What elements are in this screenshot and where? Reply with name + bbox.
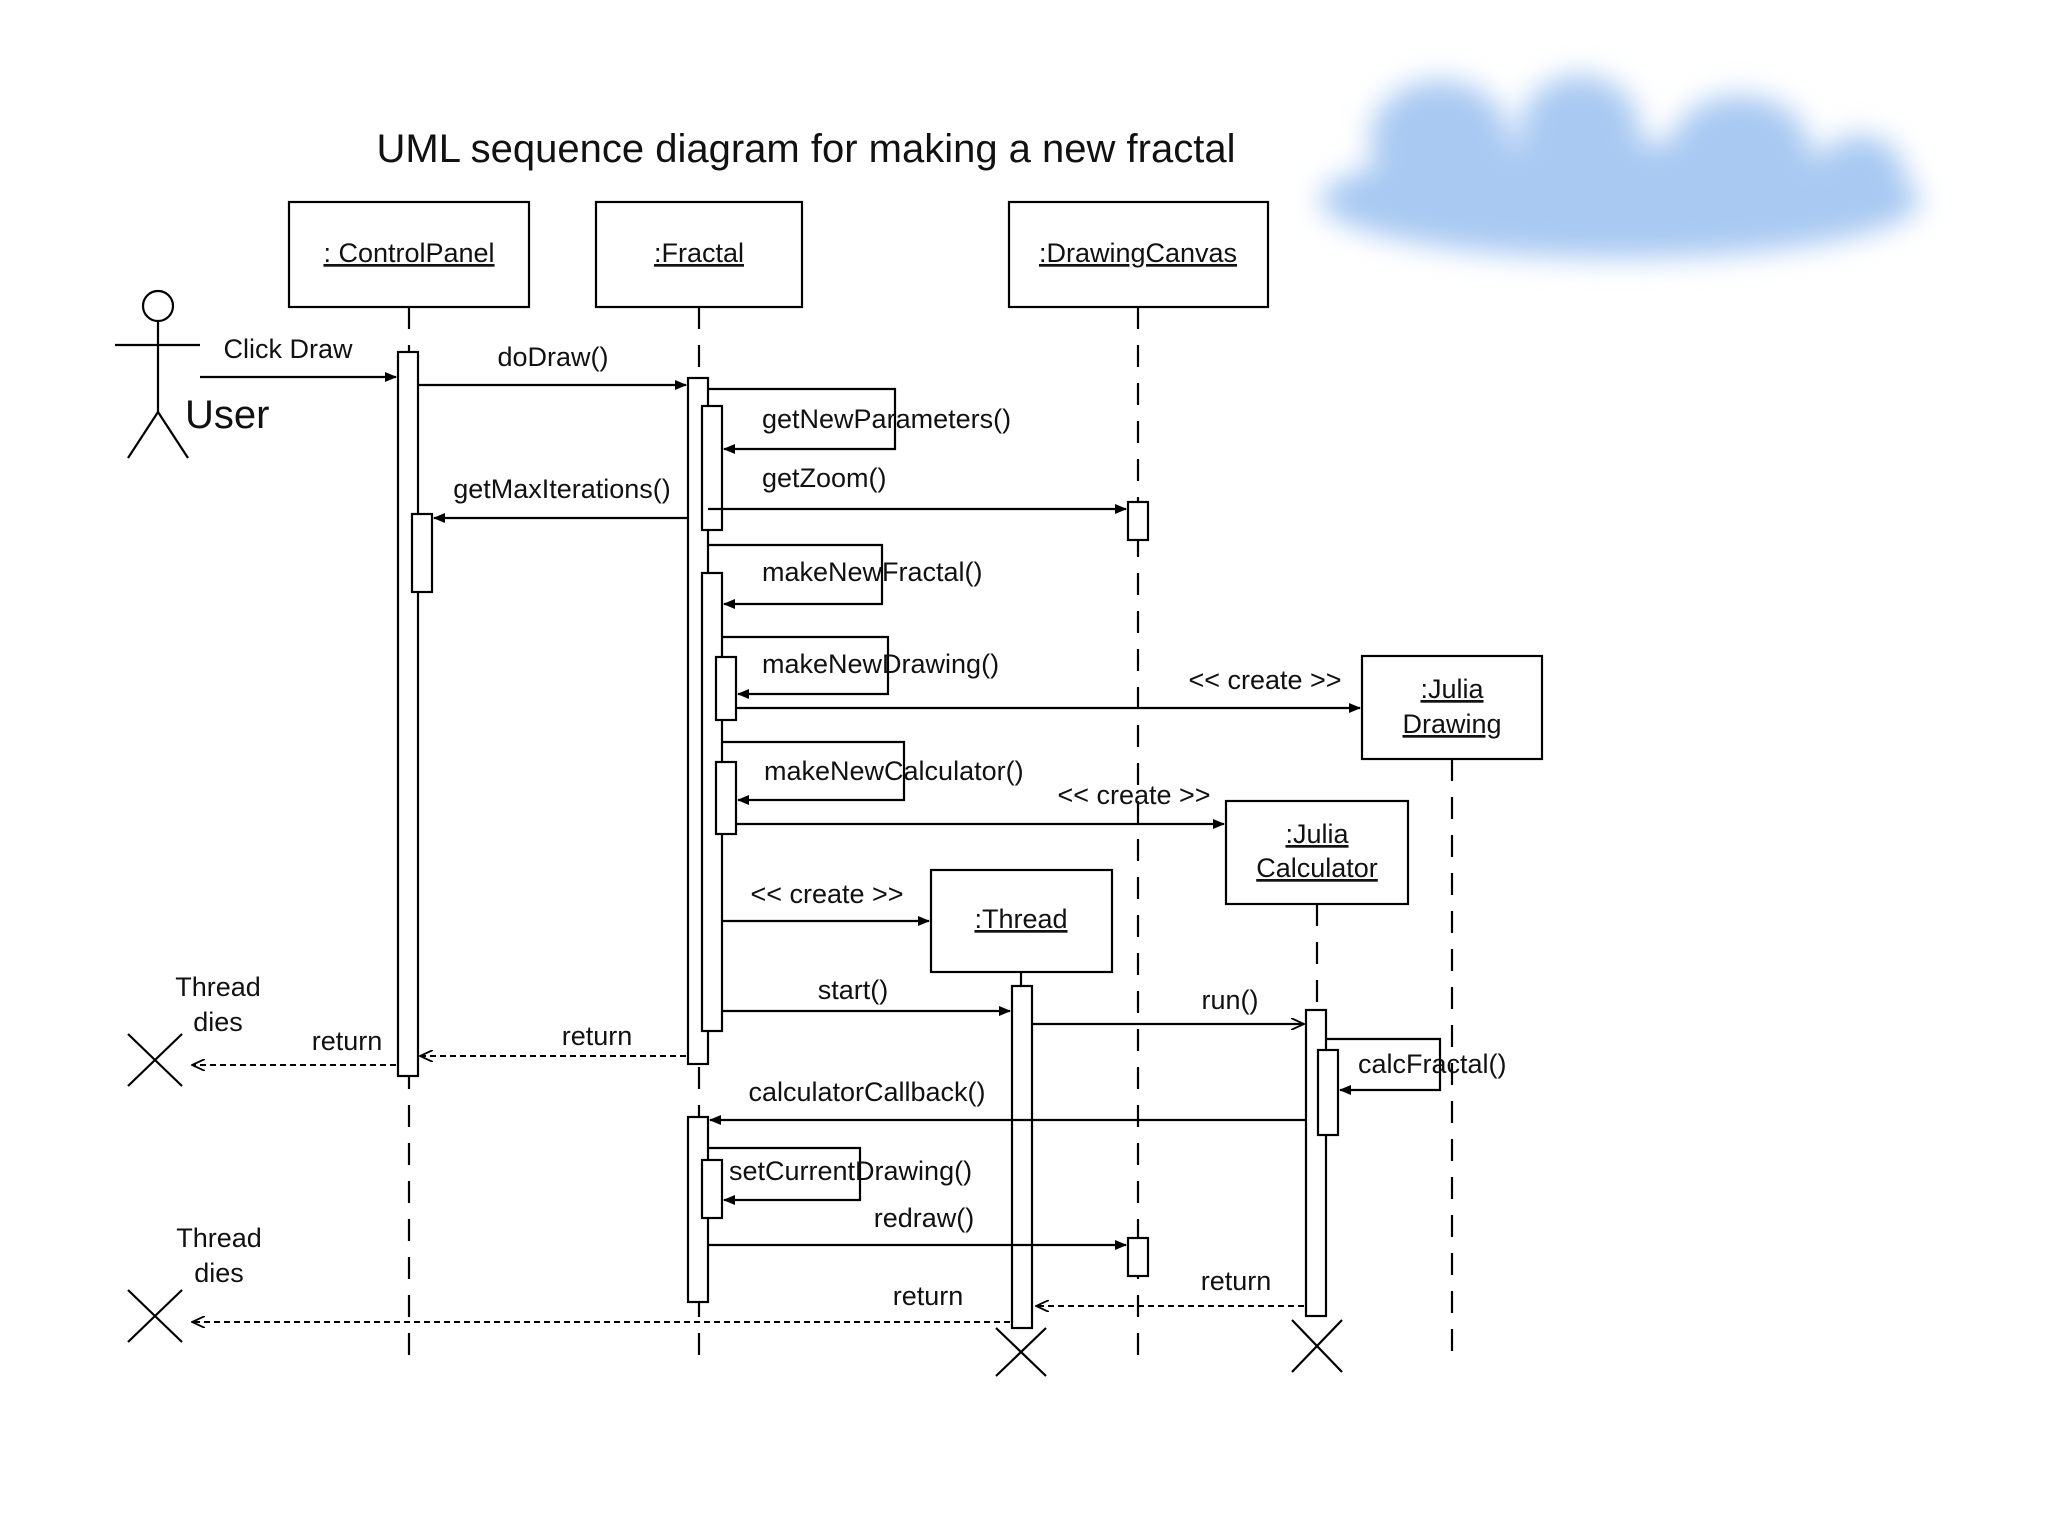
message-return-to-user: return	[192, 1026, 396, 1065]
thread-dies-note-1: Thread dies	[175, 972, 261, 1037]
message-return-from-calculator: return	[1036, 1266, 1304, 1306]
note-line1: Thread	[175, 972, 261, 1002]
object-julia-calculator: :Julia Calculator	[1224, 799, 1410, 906]
message-set-current-drawing: setCurrentDrawing()	[708, 1146, 972, 1205]
message-make-new-drawing: makeNewDrawing()	[722, 635, 999, 699]
termination-x-icon	[127, 1033, 183, 1087]
message-get-max-iterations: getMaxIterations()	[433, 474, 688, 523]
message-redraw: redraw()	[708, 1203, 1127, 1250]
message-label: calcFractal()	[1358, 1049, 1507, 1079]
note-line2: dies	[194, 1258, 244, 1288]
message-label: doDraw()	[497, 342, 608, 372]
thread-dies-note-2: Thread dies	[176, 1223, 262, 1288]
message-run: run()	[1032, 985, 1304, 1024]
object-label: :Fractal	[654, 238, 744, 268]
message-label: makeNewDrawing()	[762, 649, 999, 679]
message-make-new-calculator: makeNewCalculator()	[722, 740, 1024, 805]
message-label: start()	[818, 975, 889, 1005]
diagram-title: UML sequence diagram for making a new fr…	[377, 127, 1236, 171]
object-control-panel: : ControlPanel	[287, 200, 531, 309]
message-label: setCurrentDrawing()	[729, 1156, 972, 1186]
message-label: << create >>	[1188, 665, 1341, 695]
user-actor: User	[115, 289, 269, 459]
message-create-julia-drawing: << create >>	[736, 665, 1361, 713]
object-label-line1: :Julia	[1420, 674, 1484, 704]
blurred-cloud-decoration	[1320, 75, 1920, 258]
note-line2: dies	[193, 1007, 243, 1037]
message-label: getMaxIterations()	[453, 474, 671, 504]
activation-thread	[1010, 984, 1034, 1330]
message-label: makeNewFractal()	[762, 557, 983, 587]
message-get-zoom: getZoom()	[708, 463, 1127, 514]
object-label: :DrawingCanvas	[1039, 238, 1237, 268]
message-label: getNewParameters()	[762, 404, 1011, 434]
object-label-line1: :Julia	[1285, 819, 1349, 849]
activation-control-panel-nested	[410, 512, 434, 594]
activation-control-panel	[396, 350, 420, 1078]
message-make-new-fractal: makeNewFractal()	[708, 543, 983, 609]
activation-fractal-setcurrentdrawing	[700, 1158, 724, 1220]
message-start: start()	[722, 975, 1011, 1016]
message-label: getZoom()	[762, 463, 887, 493]
message-do-draw: doDraw()	[418, 342, 687, 390]
object-drawing-canvas: :DrawingCanvas	[1007, 200, 1270, 309]
message-label: return	[1201, 1266, 1272, 1296]
message-label: makeNewCalculator()	[764, 756, 1024, 786]
termination-x-icon	[1291, 1319, 1343, 1373]
note-line1: Thread	[176, 1223, 262, 1253]
message-label: calculatorCallback()	[748, 1077, 985, 1107]
object-julia-drawing: :Julia Drawing	[1360, 654, 1544, 761]
message-label: redraw()	[874, 1203, 975, 1233]
activation-drawing-canvas-redraw	[1126, 1236, 1150, 1278]
message-label: run()	[1201, 985, 1258, 1015]
activation-fractal-makenewcalculator	[714, 760, 738, 836]
object-label-line2: Calculator	[1256, 853, 1378, 883]
object-label-line2: Drawing	[1402, 709, 1501, 739]
message-return-to-control-panel: return	[420, 1021, 686, 1056]
object-label: : ControlPanel	[323, 238, 494, 268]
activation-fractal-getparams	[700, 404, 724, 532]
message-calculator-callback: calculatorCallback()	[709, 1077, 1306, 1125]
message-label: return	[312, 1026, 383, 1056]
object-label: :Thread	[974, 904, 1067, 934]
message-label: return	[562, 1021, 633, 1051]
message-create-julia-calculator: << create >>	[736, 780, 1225, 829]
message-click-draw: Click Draw	[200, 334, 397, 382]
object-fractal: :Fractal	[594, 200, 804, 309]
actor-head-icon	[141, 289, 175, 323]
activation-fractal-makenewdrawing	[714, 655, 738, 722]
activation-drawing-canvas-getzoom	[1126, 500, 1150, 542]
activation-julia-calculator-nested	[1316, 1048, 1340, 1137]
message-label: Click Draw	[223, 334, 353, 364]
message-return-from-thread: return	[192, 1281, 1010, 1322]
message-create-thread: << create >>	[722, 879, 930, 926]
message-label: return	[893, 1281, 964, 1311]
termination-x-icon	[995, 1327, 1047, 1377]
message-get-new-parameters: getNewParameters()	[708, 387, 1011, 454]
termination-x-icon	[127, 1289, 183, 1343]
actor-label: User	[185, 393, 269, 437]
message-label: << create >>	[1057, 780, 1210, 810]
message-calc-fractal: calcFractal()	[1326, 1037, 1507, 1095]
message-label: << create >>	[750, 879, 903, 909]
object-thread: :Thread	[929, 868, 1114, 974]
